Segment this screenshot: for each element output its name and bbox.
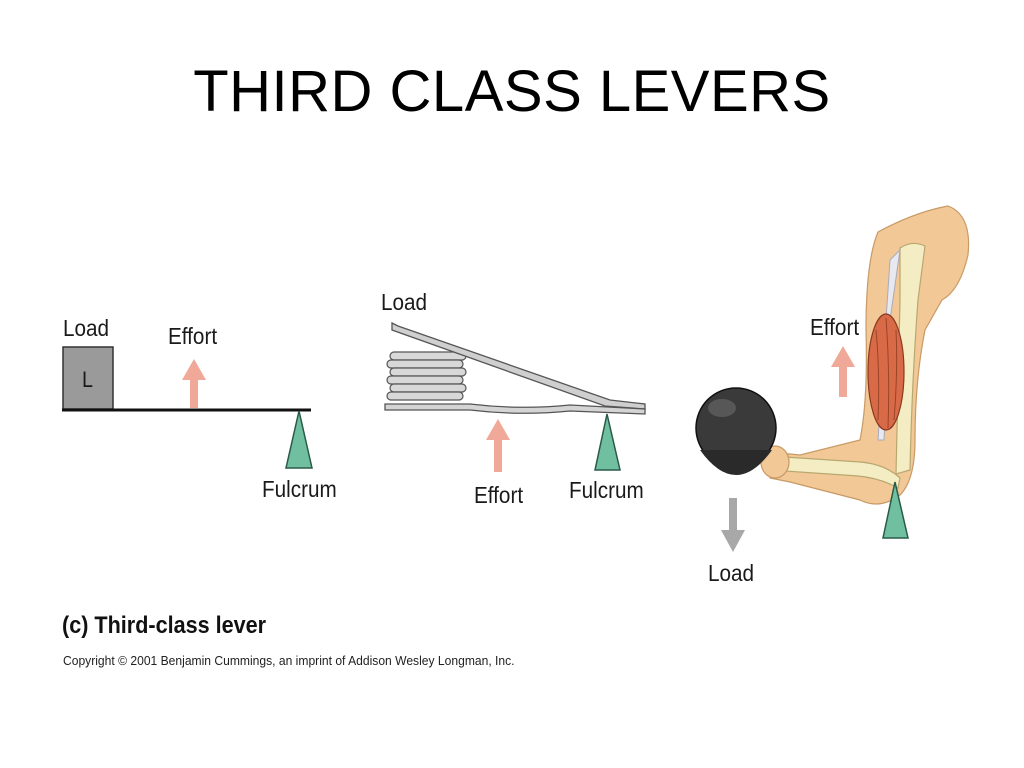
tweezers-effort-label: Effort [474,482,524,508]
biceps-muscle [867,313,905,431]
coin-stack [386,351,467,401]
simple-load-label: Load [63,315,110,341]
fulcrum-icon [285,410,313,469]
load-arrow-icon [721,498,745,552]
effort-arrow-icon [486,419,510,472]
page-title: THIRD CLASS LEVERS [193,59,831,124]
load-box-letter: L [82,367,94,392]
tweezers-fulcrum-label: Fulcrum [569,477,644,503]
effort-arrow-icon [182,359,206,408]
simple-effort-label: Effort [168,323,218,349]
tweezers-lower-arm [384,403,646,415]
simple-fulcrum-label: Fulcrum [262,476,337,502]
tweezers-panel [384,321,646,472]
figure-caption: (c) Third-class lever [62,612,267,639]
load-box [62,346,114,410]
simple-lever-panel [62,346,313,469]
arm-load-label: Load [708,560,755,586]
arm-panel [695,205,970,552]
copyright-note: Copyright © 2001 Benjamin Cummings, an i… [63,653,515,668]
fulcrum-icon [882,481,909,539]
forearm-bone [769,455,901,489]
fulcrum-icon [594,413,621,471]
effort-arrow-icon [831,346,855,397]
tweezers-upper-arm [391,321,646,410]
tweezers-load-label: Load [381,289,428,315]
arm-effort-label: Effort [810,314,860,340]
